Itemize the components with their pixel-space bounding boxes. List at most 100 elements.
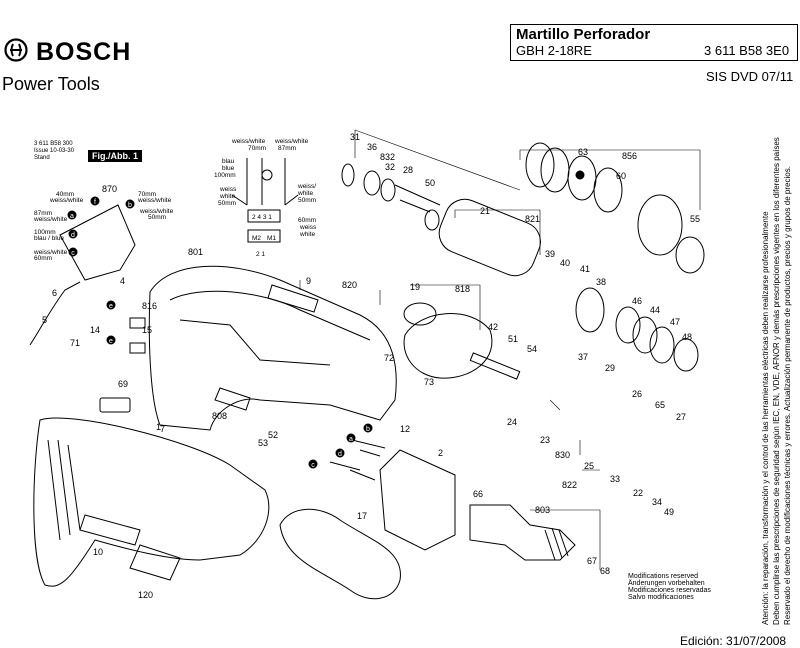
slotted-shaft bbox=[469, 352, 521, 380]
part-label: 17 bbox=[357, 511, 367, 521]
part-label: 28 bbox=[403, 165, 413, 175]
svg-text:e: e bbox=[109, 303, 113, 310]
wire-label: weiss/white bbox=[137, 197, 172, 204]
label-plate-9 bbox=[267, 284, 319, 313]
part-label: 55 bbox=[690, 214, 700, 224]
part-label: 856 bbox=[622, 151, 637, 161]
issue-number: 3 611 B58 300 bbox=[34, 141, 73, 147]
wiring-terminal-box bbox=[247, 209, 281, 223]
part-label: 816 bbox=[142, 301, 157, 311]
cable-shape bbox=[29, 281, 81, 346]
part-label: 25 bbox=[584, 461, 594, 471]
wire-label: 2 4 3 1 bbox=[252, 214, 272, 221]
wire-label: 2 1 bbox=[256, 251, 265, 258]
part-label: 54 bbox=[527, 344, 537, 354]
wire-label: 100mm bbox=[214, 172, 236, 179]
part-label: 52 bbox=[268, 430, 278, 440]
ball-bearing-63 bbox=[575, 170, 585, 180]
part-number-labels: 31 36 832 32 28 50 21 821 63 856 60 55 3… bbox=[42, 132, 700, 600]
wire-label: blau bbox=[222, 158, 235, 165]
bearing-ring bbox=[363, 170, 381, 196]
part-label: 801 bbox=[188, 247, 203, 257]
part-label: 832 bbox=[380, 152, 395, 162]
disclaimer-line: Reservado el derecho de modificaciones t… bbox=[783, 166, 792, 625]
part-label: 33 bbox=[610, 474, 620, 484]
wire-label: weiss/white bbox=[139, 208, 174, 215]
motor-terminal-box bbox=[247, 229, 281, 243]
motor-symbol bbox=[261, 169, 273, 181]
part-label: 1 bbox=[156, 422, 161, 432]
wire-label: blue bbox=[222, 165, 235, 172]
svg-text:c: c bbox=[311, 462, 315, 469]
housing-inner-line bbox=[169, 290, 371, 341]
wire-label: 70mm bbox=[248, 145, 266, 152]
label-plate-10 bbox=[79, 514, 141, 546]
disclaimer-line: Deben cumplirse las prescripciones de se… bbox=[772, 137, 781, 625]
part-label: 15 bbox=[142, 325, 152, 335]
part-label: 820 bbox=[342, 280, 357, 290]
wire-label: weiss bbox=[219, 186, 237, 193]
part-label: 71 bbox=[70, 338, 80, 348]
svg-text:b: b bbox=[366, 426, 370, 433]
part-label: 803 bbox=[535, 505, 550, 515]
sis-version: SIS DVD 07/11 bbox=[706, 69, 794, 84]
part-label: 29 bbox=[605, 363, 615, 373]
stator-shape bbox=[379, 449, 456, 551]
part-label: 42 bbox=[488, 322, 498, 332]
part-label: 4 bbox=[120, 276, 125, 286]
part-label: 870 bbox=[102, 184, 117, 194]
bosch-logo-icon bbox=[4, 38, 28, 62]
part-label: 36 bbox=[367, 142, 377, 152]
o-ring bbox=[341, 163, 355, 187]
fan-blades bbox=[544, 527, 569, 561]
part-label: 5 bbox=[42, 315, 47, 325]
part-label: 24 bbox=[507, 417, 517, 427]
wire-label: 87mm bbox=[278, 145, 296, 152]
part-label: 50 bbox=[425, 178, 435, 188]
title-box bbox=[510, 24, 798, 61]
svg-text:a: a bbox=[70, 213, 74, 220]
wire-label: weiss/white bbox=[49, 197, 84, 204]
gear-stack bbox=[575, 287, 699, 372]
wire-label: 100mm bbox=[34, 229, 56, 236]
housing-shape bbox=[148, 265, 397, 431]
wire-label: 50mm bbox=[218, 200, 236, 207]
part-label: 21 bbox=[480, 206, 490, 216]
svg-text:d: d bbox=[338, 451, 342, 458]
label-plate-120 bbox=[129, 544, 181, 581]
wire-label: weiss/white bbox=[231, 138, 266, 145]
part-label: 44 bbox=[650, 305, 660, 315]
spindle-shape bbox=[438, 198, 541, 277]
disclaimer-line: Atención: la reparación, transformación … bbox=[761, 211, 770, 625]
part-label: 6 bbox=[52, 288, 57, 298]
svg-text:f: f bbox=[94, 199, 96, 206]
part-label: 49 bbox=[664, 507, 674, 517]
part-label: 37 bbox=[578, 352, 588, 362]
part-label: 830 bbox=[555, 450, 570, 460]
o-ring-19 bbox=[403, 302, 437, 326]
svg-text:e: e bbox=[109, 338, 113, 345]
part-label: 19 bbox=[410, 282, 420, 292]
wire-label: 40mm bbox=[56, 191, 74, 198]
part-number: 3 611 B58 3E0 bbox=[704, 43, 790, 58]
disclaimer-vertical: Atención: la reparación, transformación … bbox=[760, 105, 793, 625]
document-title: Martillo Perforador bbox=[516, 26, 651, 43]
wire-label: 60mm bbox=[34, 255, 52, 262]
wire-label: 70mm bbox=[138, 191, 156, 198]
label-plate-808 bbox=[214, 387, 251, 411]
svg-text:c: c bbox=[71, 250, 75, 257]
modifications-line: Änderungen vorbehalten bbox=[628, 580, 705, 587]
issue-label: Issue bbox=[34, 148, 49, 154]
issue-date: 10-03-30 bbox=[50, 148, 75, 154]
wire-label: white bbox=[219, 193, 236, 200]
part-label: 51 bbox=[508, 334, 518, 344]
part-label: 12 bbox=[400, 424, 410, 434]
modifications-note: Modifications reserved Änderungen vorbeh… bbox=[628, 573, 711, 601]
part-label: 73 bbox=[424, 377, 434, 387]
wiring-coils bbox=[231, 158, 299, 206]
tool-holder-stack bbox=[525, 142, 705, 274]
part-label: 10 bbox=[93, 547, 103, 557]
modifications-line: Salvo modificaciones bbox=[628, 594, 694, 601]
part-label: 27 bbox=[676, 412, 686, 422]
part-label: 14 bbox=[90, 325, 100, 335]
